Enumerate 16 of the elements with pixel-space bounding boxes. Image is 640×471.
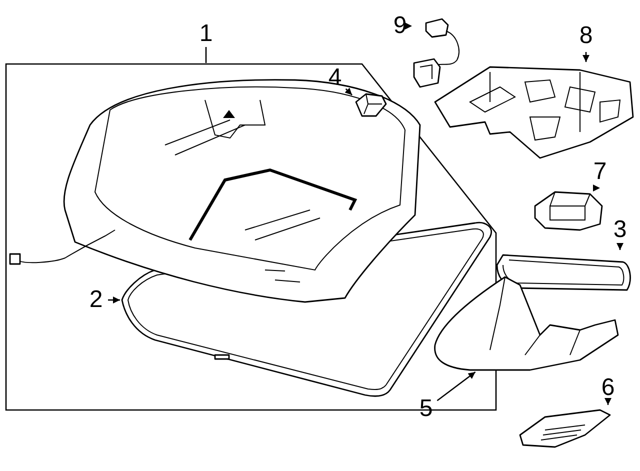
callout-number: 9 — [392, 14, 408, 38]
callout-number: 3 — [612, 218, 628, 242]
leader-arrow — [405, 22, 413, 30]
callout-number: 8 — [578, 24, 594, 48]
callout-number: 6 — [600, 376, 616, 400]
leader-arrow — [436, 371, 476, 402]
callout-number: 7 — [592, 160, 608, 184]
leader-arrow — [593, 184, 601, 192]
callout-number: 2 — [88, 288, 104, 312]
leader-arrow — [108, 296, 120, 304]
leader-arrow — [616, 243, 624, 250]
leader-arrow — [604, 398, 612, 405]
leader-arrow — [582, 52, 590, 62]
callout-number: 1 — [198, 22, 214, 46]
leader-arrow — [344, 88, 352, 96]
leader-line — [205, 47, 207, 63]
